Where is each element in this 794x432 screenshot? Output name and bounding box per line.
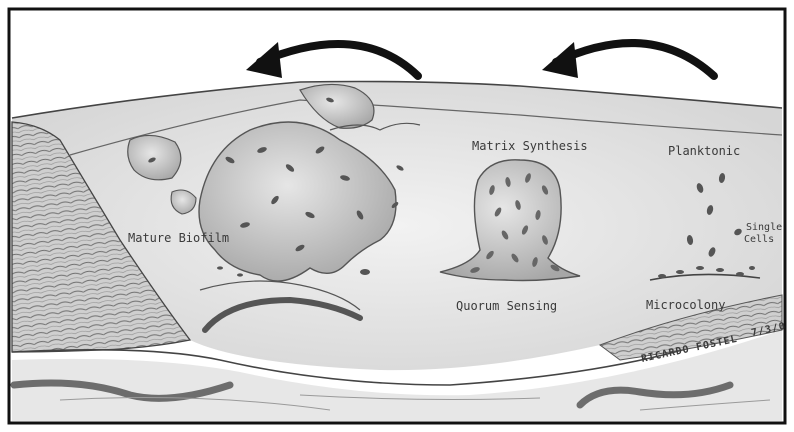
label-microcolony: Microcolony: [646, 298, 725, 312]
label-matrix-synthesis: Matrix Synthesis: [472, 139, 588, 153]
label-mature-biofilm: Mature Biofilm: [128, 231, 229, 245]
label-planktonic: Planktonic: [668, 144, 740, 158]
label-quorum-sensing: Quorum Sensing: [456, 299, 557, 313]
label-single: Single: [746, 222, 782, 233]
label-cells: Cells: [744, 234, 774, 245]
